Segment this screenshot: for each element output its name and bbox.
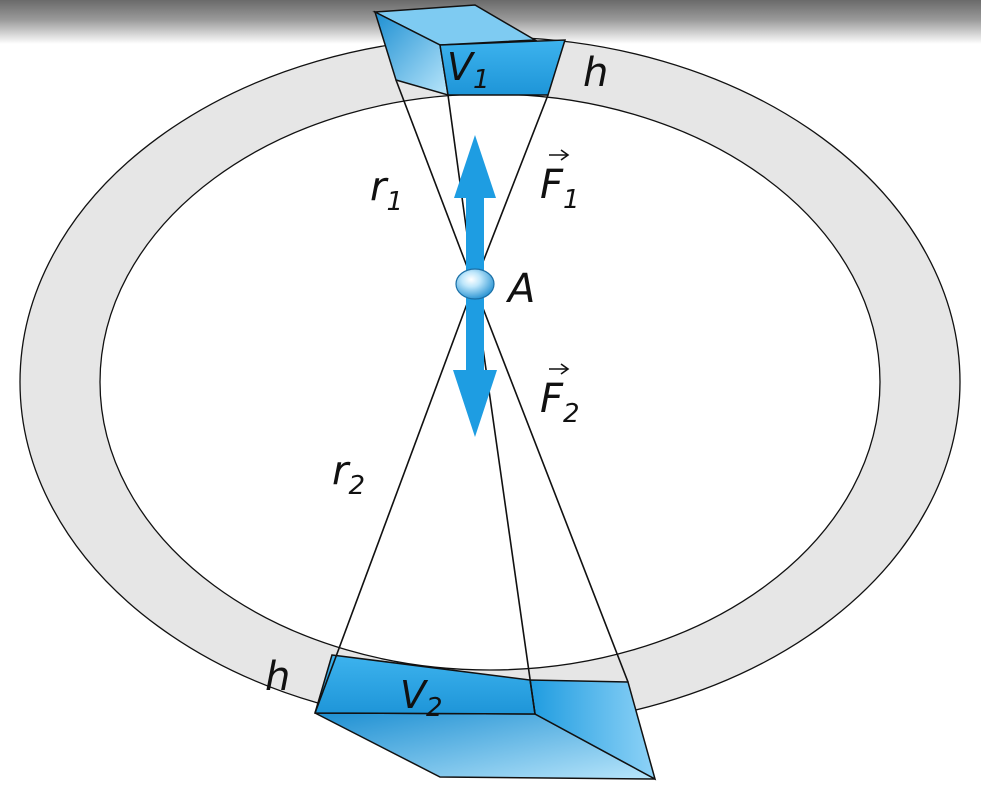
arrow-down-icon — [453, 298, 497, 437]
label-f2: F2 — [540, 376, 580, 429]
point-a-icon — [455, 268, 495, 300]
shell-ring — [19, 36, 961, 728]
label-v1: V1 — [447, 45, 490, 95]
label-h-top: h — [583, 50, 608, 96]
label-h-bottom: h — [265, 654, 290, 700]
label-a: A — [505, 266, 535, 312]
vector-arrow-f2 — [549, 363, 570, 375]
vector-arrow-f1 — [549, 149, 570, 161]
label-r1: r1 — [370, 164, 403, 217]
arrow-up-icon — [454, 135, 496, 282]
label-f1: F1 — [540, 162, 580, 215]
label-r2: r2 — [332, 448, 365, 501]
label-v2: V2 — [400, 673, 443, 723]
volume-element-v1 — [372, 4, 567, 97]
